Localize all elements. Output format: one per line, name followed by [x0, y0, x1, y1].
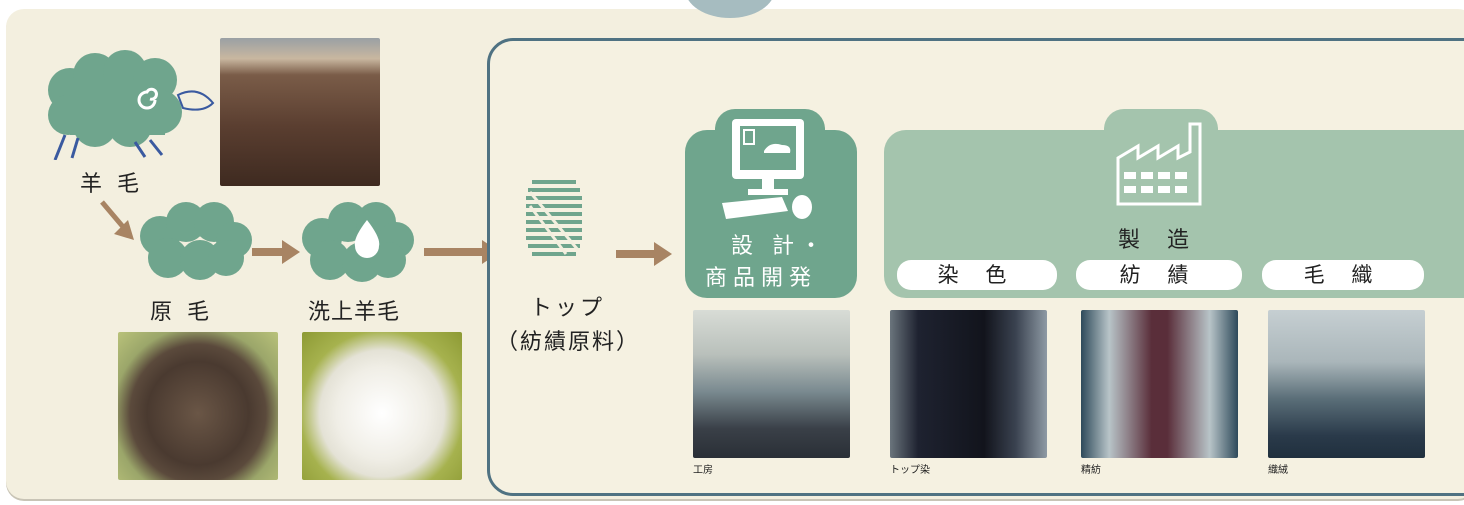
washed-wool-label: 洗上羊毛 [308, 300, 401, 325]
manufacturing-label: 製 造 [1118, 228, 1199, 253]
sheep-photo [220, 38, 380, 186]
studio-photo [693, 310, 850, 458]
dyeing-pill: 染 色 [897, 260, 1057, 290]
arrow-icon [100, 200, 134, 240]
top-label: トップ [530, 296, 606, 321]
wool-label: 羊 毛 [80, 172, 143, 197]
weaving-photo [1268, 310, 1425, 458]
raw-wool-label: 原 毛 [150, 300, 213, 325]
fine-spinning-caption: 精紡 [1081, 465, 1101, 476]
fine-spinning-photo [1081, 310, 1238, 458]
design-label-line1: 設 計・ [731, 234, 828, 259]
sheep-icon [48, 50, 215, 160]
raw-wool-cloud-icon [140, 202, 252, 280]
spinning-pill: 紡 績 [1076, 260, 1242, 290]
weaving-pill: 毛 織 [1262, 260, 1424, 290]
raw-wool-photo [118, 332, 278, 480]
top-dyeing-photo [890, 310, 1047, 458]
studio-caption: 工房 [693, 465, 713, 476]
washed-wool-cloud-icon [302, 202, 414, 282]
top-tab-decoration [685, 0, 775, 18]
arrow-icon [252, 240, 300, 264]
top-dyeing-caption: トップ染 [890, 465, 930, 476]
washed-wool-photo [302, 332, 462, 480]
factory-icon [1116, 122, 1202, 206]
weaving-caption: 織絨 [1268, 465, 1288, 476]
design-label-line2: 商品開発 [705, 266, 818, 291]
top-sliver-icon [526, 180, 582, 256]
arrow-icon [616, 242, 672, 266]
top-sub-label: （紡績原料） [496, 330, 641, 355]
computer-icon [722, 119, 812, 219]
